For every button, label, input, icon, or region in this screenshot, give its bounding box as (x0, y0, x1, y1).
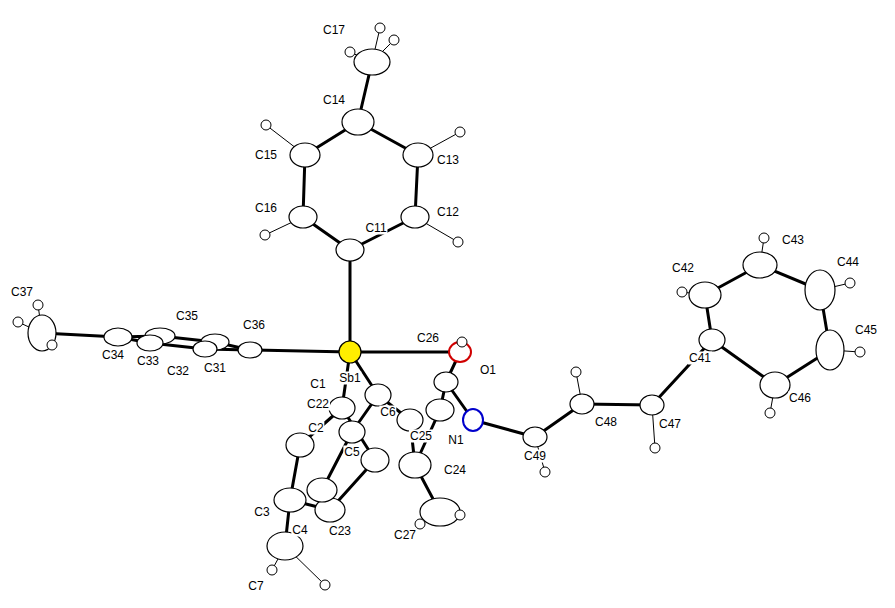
atom-label: C5 (343, 446, 360, 459)
atom-label: C25 (409, 430, 433, 443)
atom-label: C34 (101, 349, 125, 362)
atom-label: C23 (328, 525, 352, 538)
atom-label: C24 (443, 464, 467, 477)
atom-label: C47 (658, 418, 682, 431)
bonds (42, 62, 830, 546)
atom-label: C46 (788, 392, 812, 405)
atom-label: C22 (306, 398, 330, 411)
atom-label: C41 (688, 352, 712, 365)
atom-label: C36 (242, 319, 266, 332)
atom-label: C31 (203, 362, 227, 375)
atom-label: C6 (379, 406, 396, 419)
atom-label: Sb1 (338, 372, 361, 385)
atom-label: C11 (364, 222, 387, 235)
hydrogen-atoms (13, 23, 865, 590)
atom-label: C49 (523, 450, 547, 463)
atom-label: C33 (136, 355, 160, 368)
heteroatoms (339, 341, 483, 431)
atom-label: C42 (671, 262, 695, 275)
atom-label: C12 (436, 206, 460, 219)
atom-label: C13 (436, 154, 460, 167)
atom-label: C15 (254, 149, 278, 162)
atom-label: C27 (393, 529, 417, 542)
atom-label: C32 (166, 365, 190, 378)
atom-label: C14 (322, 94, 346, 107)
atom-label: C16 (254, 202, 278, 215)
atom-ellipsoids (28, 49, 844, 560)
atom-label: O1 (479, 364, 497, 377)
atom-label: C3 (253, 506, 270, 519)
atom-label: C17 (322, 24, 346, 37)
atom-label: C1 (309, 378, 326, 391)
atom-label: C37 (10, 286, 34, 299)
hydrogen-bonds (18, 28, 860, 585)
atom-label: C7 (247, 580, 264, 593)
atom-label: C4 (291, 524, 308, 537)
atom-label: C2 (307, 422, 324, 435)
atom-label: C48 (594, 416, 618, 429)
atom-label: N1 (447, 434, 464, 447)
atom-label: C35 (175, 310, 199, 323)
atom-label: C44 (836, 256, 860, 269)
atom-label: C26 (416, 332, 440, 345)
atom-label: C43 (781, 234, 805, 247)
atom-label: C45 (854, 324, 878, 337)
